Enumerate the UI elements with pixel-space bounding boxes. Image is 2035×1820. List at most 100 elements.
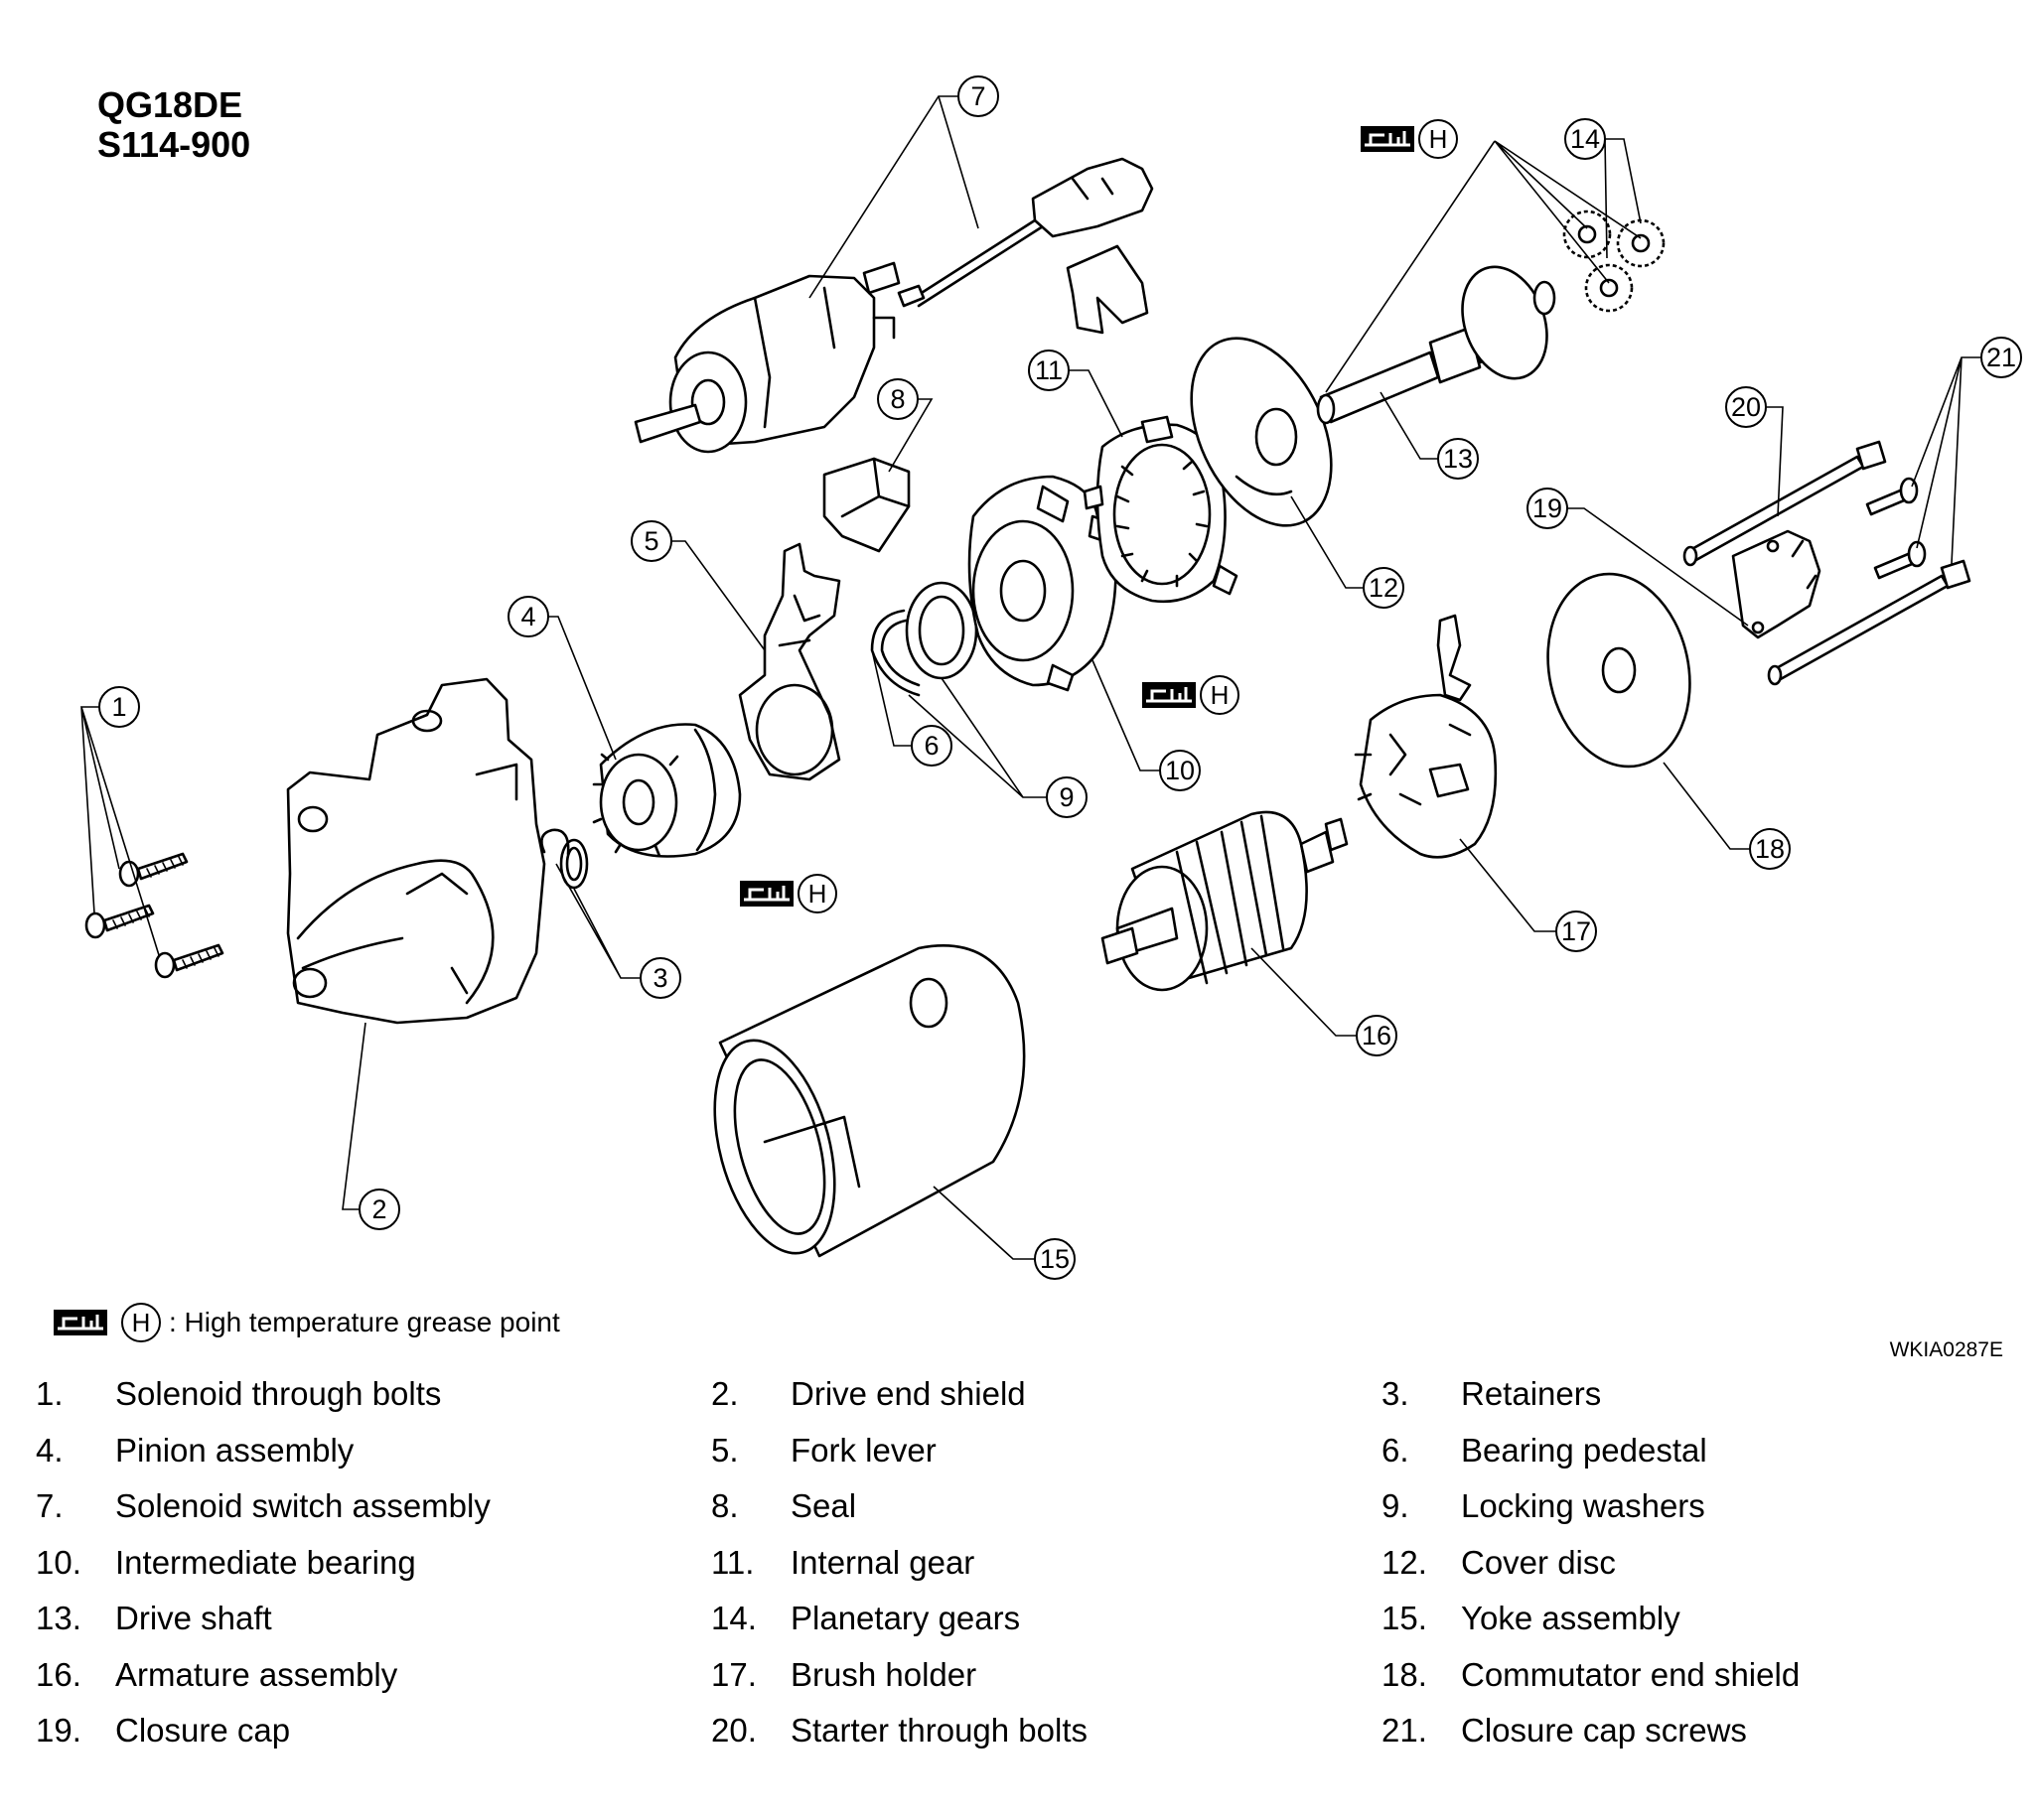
svg-text:11: 11: [1035, 355, 1063, 385]
part-number: 11.: [711, 1543, 755, 1581]
svg-text:13: 13: [1443, 444, 1473, 474]
svg-text:16: 16: [1362, 1021, 1391, 1050]
svg-text:20: 20: [1731, 392, 1761, 422]
svg-text:5: 5: [644, 526, 658, 556]
part-list-item: 3.Retainers: [1381, 1375, 1601, 1413]
brush-holder: [1354, 614, 1498, 859]
part-list-item: 11. Internal gear: [711, 1544, 974, 1582]
svg-text:9: 9: [1059, 782, 1074, 812]
part-list-item: 2. Drive end shield: [711, 1375, 1026, 1413]
part-name: Closure cap screws: [1461, 1712, 1747, 1749]
solenoid-switch-assembly: [634, 157, 1154, 454]
part-name: Yoke assembly: [1461, 1600, 1680, 1636]
svg-text:21: 21: [1986, 343, 2016, 372]
part-name: Fork lever: [791, 1431, 937, 1469]
pinion-assembly: [592, 723, 742, 858]
part-name: Internal gear: [791, 1543, 975, 1581]
svg-text:1: 1: [111, 692, 126, 722]
svg-text:7: 7: [970, 81, 985, 111]
part-name: Closure cap: [115, 1712, 291, 1749]
svg-text:6: 6: [924, 731, 939, 761]
grease-letter: H: [808, 879, 827, 909]
callout-7: 7: [957, 75, 999, 117]
part-name: Armature assembly: [115, 1655, 398, 1693]
part-list-item: 7. Solenoid switch assembly: [36, 1487, 491, 1525]
callout-20: 20: [1725, 386, 1767, 428]
callout-21: 21: [1980, 337, 2022, 378]
svg-text:15: 15: [1040, 1244, 1070, 1274]
svg-text:12: 12: [1369, 573, 1398, 603]
callout-19: 19: [1526, 488, 1568, 529]
closure-cap-screws: [1865, 477, 1927, 580]
commutator-end-shield: [1546, 572, 1691, 769]
part-number: 17.: [711, 1655, 757, 1693]
part-list-item: 6. Bearing pedestal: [1381, 1432, 1707, 1470]
part-list-item: 15. Yoke assembly: [1381, 1600, 1680, 1637]
callout-14: 14: [1564, 118, 1606, 160]
part-number: 2.: [711, 1375, 739, 1412]
armature-assembly: [1100, 810, 1349, 992]
svg-text:2: 2: [371, 1194, 386, 1224]
closure-cap: [1731, 529, 1821, 639]
callout-6: 6: [911, 725, 952, 767]
part-list-item: 19. Closure cap: [36, 1712, 290, 1750]
svg-text:10: 10: [1165, 756, 1195, 785]
part-number: 8.: [711, 1487, 739, 1524]
part-list-item: 14.Planetary gears: [711, 1600, 1020, 1637]
part-list-item: 5. Fork lever: [711, 1432, 937, 1470]
part-number: 3.: [1381, 1375, 1409, 1412]
part-list-item: 10.Intermediate bearing: [36, 1544, 416, 1582]
part-name: Drive end shield: [791, 1375, 1026, 1412]
drive-end-shield: [286, 677, 546, 1025]
callout-11: 11: [1028, 350, 1070, 391]
part-name: Pinion assembly: [115, 1431, 355, 1469]
part-number: 15.: [1381, 1600, 1427, 1636]
part-number: 13.: [36, 1600, 81, 1636]
part-name: Solenoid switch assembly: [115, 1487, 491, 1524]
callout-3: 3: [640, 957, 681, 999]
grease-letter: H: [1429, 124, 1448, 154]
callout-5: 5: [631, 520, 672, 562]
callout-9: 9: [1046, 776, 1088, 818]
retainers: [540, 828, 589, 890]
part-name: Seal: [791, 1487, 857, 1524]
callout-13: 13: [1437, 438, 1479, 480]
fork-lever: [738, 542, 841, 781]
part-list-item: 18.Commutator end shield: [1381, 1656, 1800, 1694]
part-number: 12.: [1381, 1543, 1427, 1581]
part-number: 14.: [711, 1600, 757, 1636]
part-list-item: 9.Locking washers: [1381, 1487, 1705, 1525]
part-number: 6.: [1381, 1431, 1409, 1469]
cover-disc: [1190, 337, 1333, 527]
grease-legend-text: : High temperature grease point: [169, 1307, 560, 1337]
part-list-item: 13.Drive shaft: [36, 1600, 272, 1637]
callout-4: 4: [508, 596, 549, 637]
starter-through-bolts: [1682, 440, 1971, 686]
terminal-bracket: [1066, 244, 1149, 335]
starter-exploded-view: H H H: [79, 75, 2022, 1280]
starter-model: S114-900: [97, 124, 251, 165]
svg-text:8: 8: [890, 384, 905, 414]
part-list-item: 17.Brush holder: [711, 1656, 976, 1694]
part-list-item: 8. Seal: [711, 1487, 856, 1525]
svg-text:19: 19: [1532, 493, 1562, 523]
callout-12: 12: [1363, 567, 1404, 609]
solenoid-through-bolts: [84, 852, 224, 979]
part-number: 10.: [36, 1543, 81, 1581]
locking-washers: [905, 581, 978, 680]
svg-text:17: 17: [1561, 916, 1591, 946]
part-number: 7.: [36, 1487, 64, 1524]
part-name: Cover disc: [1461, 1543, 1616, 1581]
part-name: Bearing pedestal: [1461, 1431, 1707, 1469]
part-number: 19.: [36, 1712, 81, 1749]
figure-code: WKIA0287E: [1889, 1338, 2003, 1361]
seal: [822, 457, 911, 553]
part-number: 5.: [711, 1431, 739, 1469]
drive-shaft: [1316, 265, 1556, 425]
svg-text:14: 14: [1570, 124, 1600, 154]
callout-10: 10: [1159, 750, 1201, 791]
engine-code: QG18DE: [97, 84, 243, 125]
part-number: 20.: [711, 1712, 757, 1749]
